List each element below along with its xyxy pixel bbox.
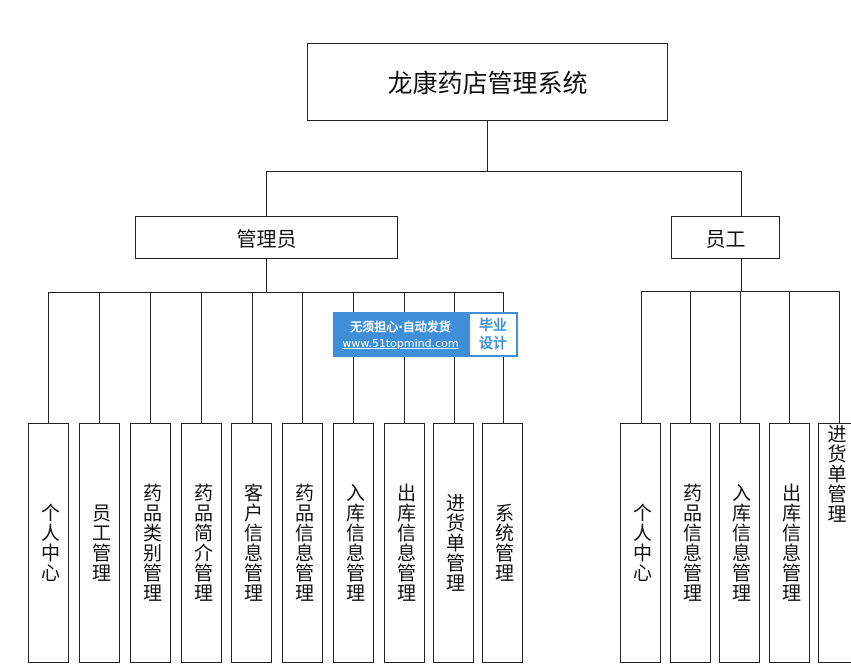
admin-module-node: 入库信息管理 (333, 423, 374, 663)
watermark-main: 无须担心·自动发货 www.51topmind.com (333, 312, 468, 357)
watermark-badge: 无须担心·自动发货 www.51topmind.com 毕业 设计 (333, 312, 518, 357)
root-connector-down (487, 121, 488, 171)
staff-role-node: 员工 (671, 216, 780, 259)
admin-connector-up (266, 171, 267, 216)
system-title-node: 龙康药店管理系统 (307, 43, 668, 121)
admin-module-node: 药品信息管理 (282, 423, 323, 663)
admin-connector-down (266, 259, 267, 292)
staff-module-node: 进货单管理 (818, 423, 851, 663)
admin-drop-line (150, 292, 151, 423)
watermark-slogan: 无须担心·自动发货 (350, 319, 451, 334)
admin-module-node: 药品简介管理 (181, 423, 222, 663)
admin-drop-line (201, 292, 202, 423)
staff-connector-down (741, 259, 742, 291)
watermark-tag: 毕业 设计 (468, 312, 518, 357)
admin-role-node: 管理员 (135, 216, 398, 259)
staff-drop-line (789, 291, 790, 423)
staff-drop-line (690, 291, 691, 423)
watermark-tag-line1: 毕业 (479, 317, 507, 334)
admin-module-node: 员工管理 (79, 423, 120, 663)
staff-module-node: 个人中心 (620, 423, 661, 663)
admin-drop-line (252, 292, 253, 423)
staff-drop-line (740, 291, 741, 423)
staff-connector-up (741, 171, 742, 216)
admin-module-node: 药品类别管理 (130, 423, 171, 663)
admin-module-node: 客户信息管理 (231, 423, 272, 663)
watermark-url: www.51topmind.com (342, 336, 459, 350)
staff-module-node: 药品信息管理 (670, 423, 711, 663)
admin-drop-line (99, 292, 100, 423)
admin-drop-line (454, 292, 455, 423)
staff-drop-line (641, 291, 642, 423)
admin-drop-line (404, 292, 405, 423)
admin-bus (48, 292, 504, 293)
staff-module-node: 出库信息管理 (769, 423, 810, 663)
level1-bus (266, 171, 741, 172)
admin-drop-line (503, 292, 504, 423)
admin-module-node: 个人中心 (28, 423, 69, 663)
staff-module-node: 入库信息管理 (719, 423, 760, 663)
staff-drop-line (839, 291, 840, 423)
admin-module-node: 出库信息管理 (384, 423, 425, 663)
admin-drop-line (302, 292, 303, 423)
admin-module-node: 系统管理 (482, 423, 523, 663)
admin-module-node: 进货单管理 (433, 423, 474, 663)
watermark-tag-line2: 设计 (479, 335, 507, 352)
admin-drop-line (353, 292, 354, 423)
admin-drop-line (48, 292, 49, 423)
